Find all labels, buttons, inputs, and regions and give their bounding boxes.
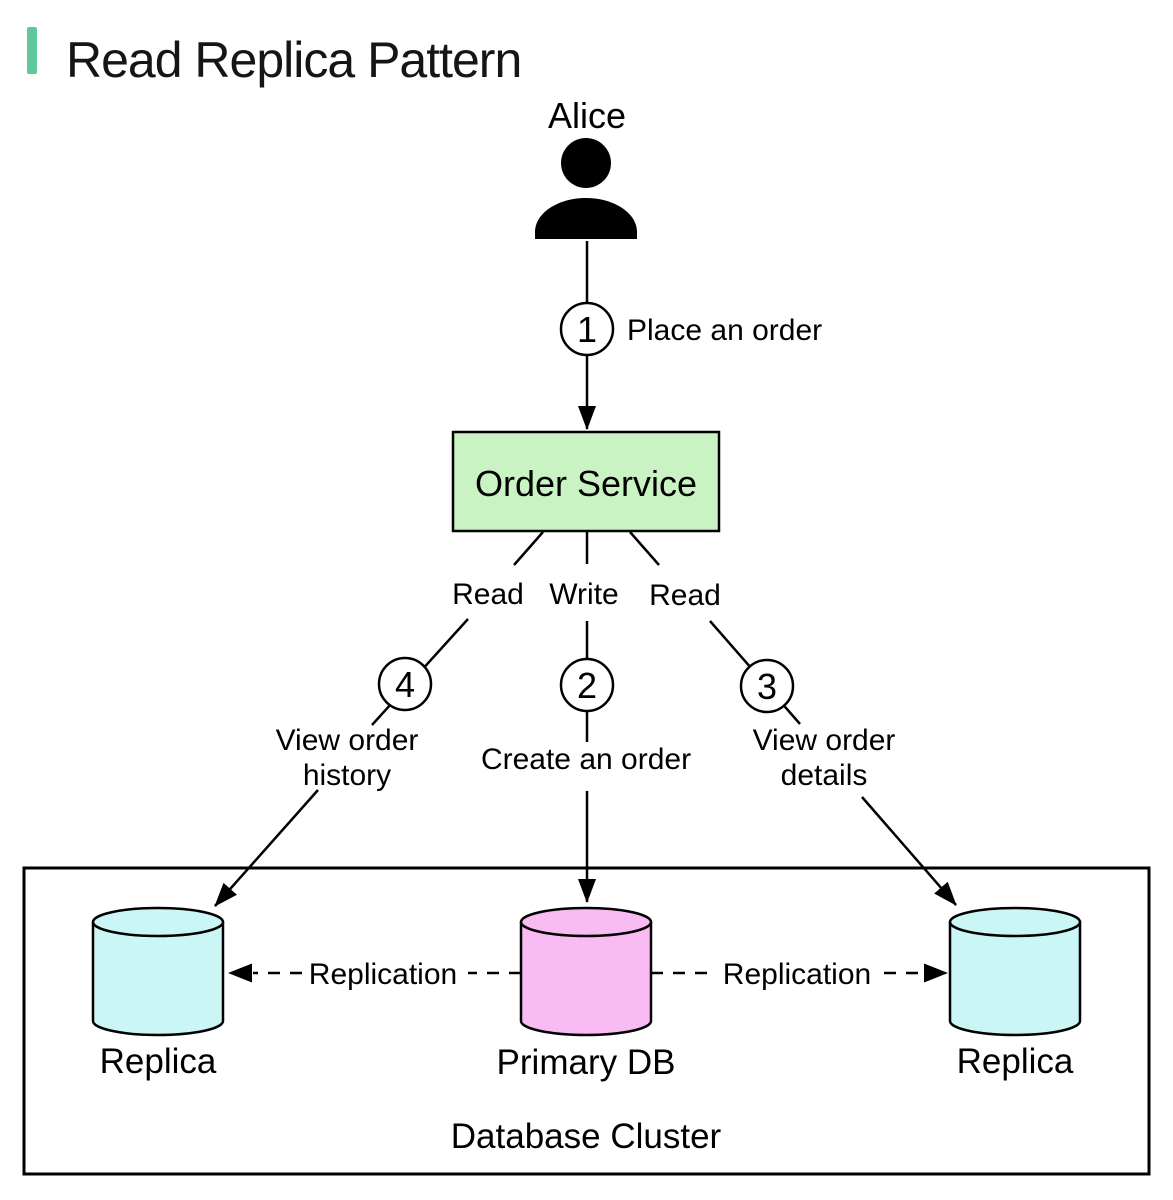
- replication-right-arrowhead-icon: [924, 963, 948, 983]
- operation-read-left-label: Read: [452, 578, 524, 611]
- step-1-number: 1: [577, 309, 597, 350]
- step-4-badge: 4 View order history: [276, 656, 433, 792]
- step-2-label: Create an order: [481, 743, 691, 776]
- step-2-badge: 2 Create an order: [481, 657, 691, 776]
- left-replica-lid: [91, 906, 225, 938]
- actor-name-label: Alice: [548, 95, 626, 136]
- actor-alice: Alice: [535, 95, 637, 239]
- database-cylinder-icon: [948, 906, 1082, 1037]
- replication-left-arrowhead-icon: [228, 963, 252, 983]
- primary-db-lid: [519, 906, 653, 938]
- step-3-label-line2: details: [781, 759, 868, 792]
- replication-left-edge: Replication: [228, 958, 521, 991]
- primary-db-body: [519, 922, 653, 1037]
- step-3-number: 3: [757, 666, 777, 707]
- step-1-label: Place an order: [627, 314, 822, 347]
- right-replica-label: Replica: [957, 1042, 1074, 1081]
- arrow-step3-to-right-replica: [861, 796, 957, 906]
- replication-right-edge: Replication: [651, 958, 948, 991]
- left-replica-label: Replica: [100, 1042, 217, 1081]
- person-icon: [535, 138, 637, 239]
- order-service-node: Order Service: [451, 430, 721, 533]
- right-replica-body: [948, 922, 1082, 1037]
- step-1-badge: 1 Place an order: [559, 301, 822, 357]
- title-accent-bar: [27, 27, 37, 74]
- step-4-label-line2: history: [303, 759, 391, 792]
- step-3-badge: 3 View order details: [739, 658, 896, 792]
- left-replica-node: Replica: [91, 906, 225, 1081]
- primary-db-node: Primary DB: [497, 906, 676, 1082]
- arrow-step4-to-left-replica: [214, 789, 319, 907]
- edge-service-read-left: [513, 531, 544, 566]
- step-3-label-line1: View order: [753, 724, 896, 757]
- page-title: Read Replica Pattern: [66, 32, 521, 88]
- step-2-number: 2: [577, 665, 597, 706]
- replication-left-label: Replication: [309, 958, 457, 991]
- replication-right-label: Replication: [723, 958, 871, 991]
- primary-db-label: Primary DB: [497, 1043, 676, 1082]
- database-cluster-label: Database Cluster: [451, 1117, 722, 1156]
- edge-service-read-right: [629, 531, 660, 566]
- step-4-circle: [377, 656, 433, 712]
- page-header: Read Replica Pattern: [27, 27, 522, 88]
- right-replica-node: Replica: [948, 906, 1082, 1081]
- left-replica-body: [91, 922, 225, 1037]
- step-1-circle: [559, 301, 615, 357]
- database-cylinder-icon: [519, 906, 653, 1037]
- step-2-circle: [559, 657, 615, 713]
- operation-write-label: Write: [549, 578, 618, 611]
- step-3-circle: [739, 658, 795, 714]
- right-replica-lid: [948, 906, 1082, 938]
- step-4-label-line1: View order: [276, 724, 419, 757]
- step-4-number: 4: [395, 664, 415, 705]
- order-service-label: Order Service: [475, 463, 697, 504]
- operation-read-right-label: Read: [649, 579, 721, 612]
- order-service-box: [451, 430, 721, 533]
- database-cylinder-icon: [91, 906, 225, 1037]
